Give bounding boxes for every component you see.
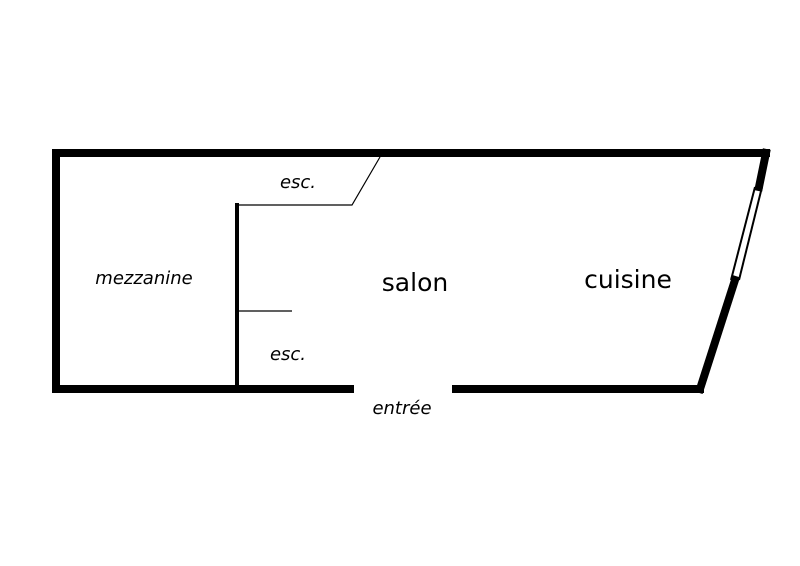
stair-lines	[237, 156, 381, 312]
wall-right-lower	[694, 274, 741, 395]
room-label-mezzanine: mezzanine	[95, 268, 192, 289]
stair-label-bottom: esc.	[270, 344, 306, 365]
entrance-label: entrée	[372, 398, 431, 419]
window-frame-inner	[730, 186, 756, 281]
window	[730, 186, 763, 281]
stair-top-outline	[237, 156, 381, 206]
wall-right-upper	[754, 148, 771, 192]
exterior-walls	[52, 148, 771, 395]
room-label-cuisine: cuisine	[584, 265, 672, 294]
stair-label-top: esc.	[280, 172, 316, 193]
window-frame-outer	[738, 186, 763, 281]
room-label-salon: salon	[382, 268, 448, 297]
